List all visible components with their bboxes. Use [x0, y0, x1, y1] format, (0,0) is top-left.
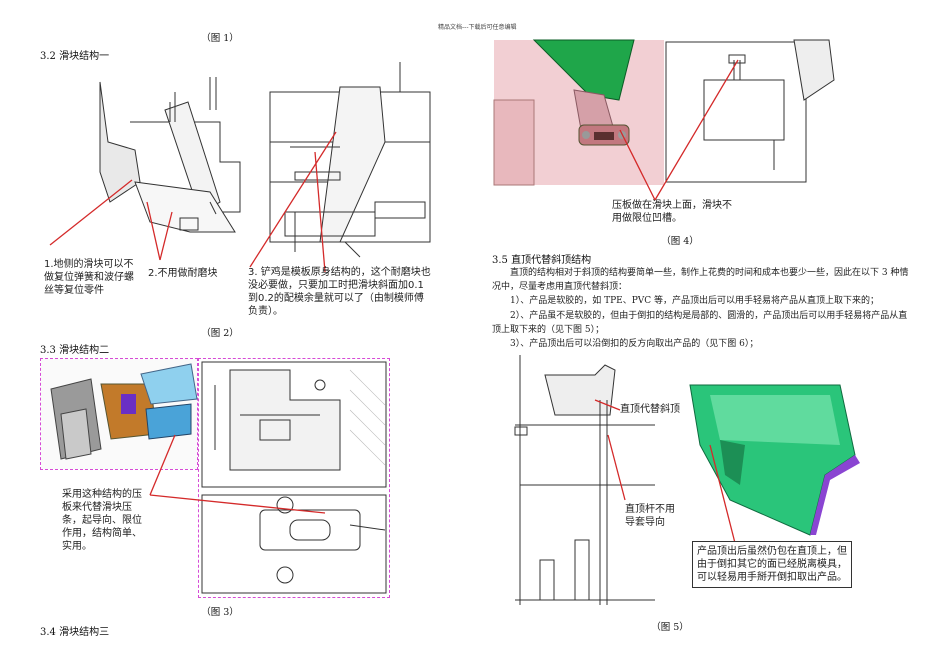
- fig2-leader-lines: [49, 131, 337, 273]
- fig2-note-1: 1.地侧的滑块可以不做复位弹簧和波仔螺丝等复位零件: [44, 259, 134, 296]
- section-3-5-paragraph: 直顶的结构相对于斜顶的结构要简单一些，制作上花费的时间和成本也要少一些，因此在以…: [492, 268, 909, 292]
- section-3-5-item-2: 2）、产品虽不是软胶的，但由于倒扣的结构是局部的、圆滑的，产品顶出后可以用手轻易…: [492, 311, 908, 335]
- section-3-2-title: 3.2 滑块结构一: [40, 51, 110, 62]
- fig3-2d-drawing: [201, 361, 387, 594]
- fig3-note: 采用这种结构的压板来代替滑块压条，起导向、限位作用，结构简单、实用。: [62, 489, 142, 552]
- fig5-label-2: 直顶杆不用导套导向: [625, 504, 675, 528]
- section-3-5-item-3: 3）、产品顶出后可以沿倒扣的反方向取出产品的（见下图 6）；: [510, 339, 759, 349]
- section-3-4-title: 3.4 滑块结构三: [40, 627, 110, 638]
- fig5-3d-model: [689, 384, 860, 536]
- fig2-left-sketch: [99, 77, 241, 233]
- fig3-leader-lines: [149, 434, 326, 514]
- section-3-5-title: 3.5 直顶代替斜顶结构: [492, 255, 592, 266]
- fig4-2d-drawing: [665, 39, 835, 183]
- fig4-note: 压板做在滑块上面，滑块不用做限位凹槽。: [612, 200, 732, 224]
- fig3-2d-frame: [198, 358, 390, 598]
- fig2-note-2: 2.不用做耐磨块: [148, 268, 218, 279]
- fig3-3d-model: [41, 359, 198, 469]
- fig3-caption: （图 3）: [201, 607, 239, 618]
- section-3-3-title: 3.3 滑块结构二: [40, 345, 110, 356]
- fig3-3d-frame: [40, 358, 198, 470]
- fig5-caption: （图 5）: [651, 622, 689, 633]
- fig2-drawing: [49, 62, 431, 273]
- fig2-caption: （图 2）: [201, 328, 239, 339]
- section-3-5-item-1: 1）、产品是软胶的，如 TPE、PVC 等，产品顶出后可以用手轻易将产品从直顶上…: [510, 296, 880, 306]
- fig4-leader-lines: [619, 59, 739, 201]
- fig2-right-sketch: [269, 62, 431, 258]
- fig5-label-1: 直顶代替斜顶: [620, 404, 680, 415]
- header-watermark: 精品文档---下载后可任意编辑: [438, 24, 517, 31]
- fig4-caption: （图 4）: [661, 236, 699, 247]
- fig5-2d-drawing: [514, 355, 655, 605]
- fig5-leader-lines: [594, 399, 736, 544]
- fig5-note: 产品顶出后虽然仍包在直顶上，但由于倒扣其它的面已经脱离模具，可以轻易用手掰开倒扣…: [692, 541, 852, 588]
- fig1-caption: （图 1）: [201, 33, 239, 44]
- fig2-note-3: 3. 铲鸡是模板原身结构的，这个耐磨块也没必要做，只要加工时把滑块斜面加0.1到…: [248, 267, 431, 317]
